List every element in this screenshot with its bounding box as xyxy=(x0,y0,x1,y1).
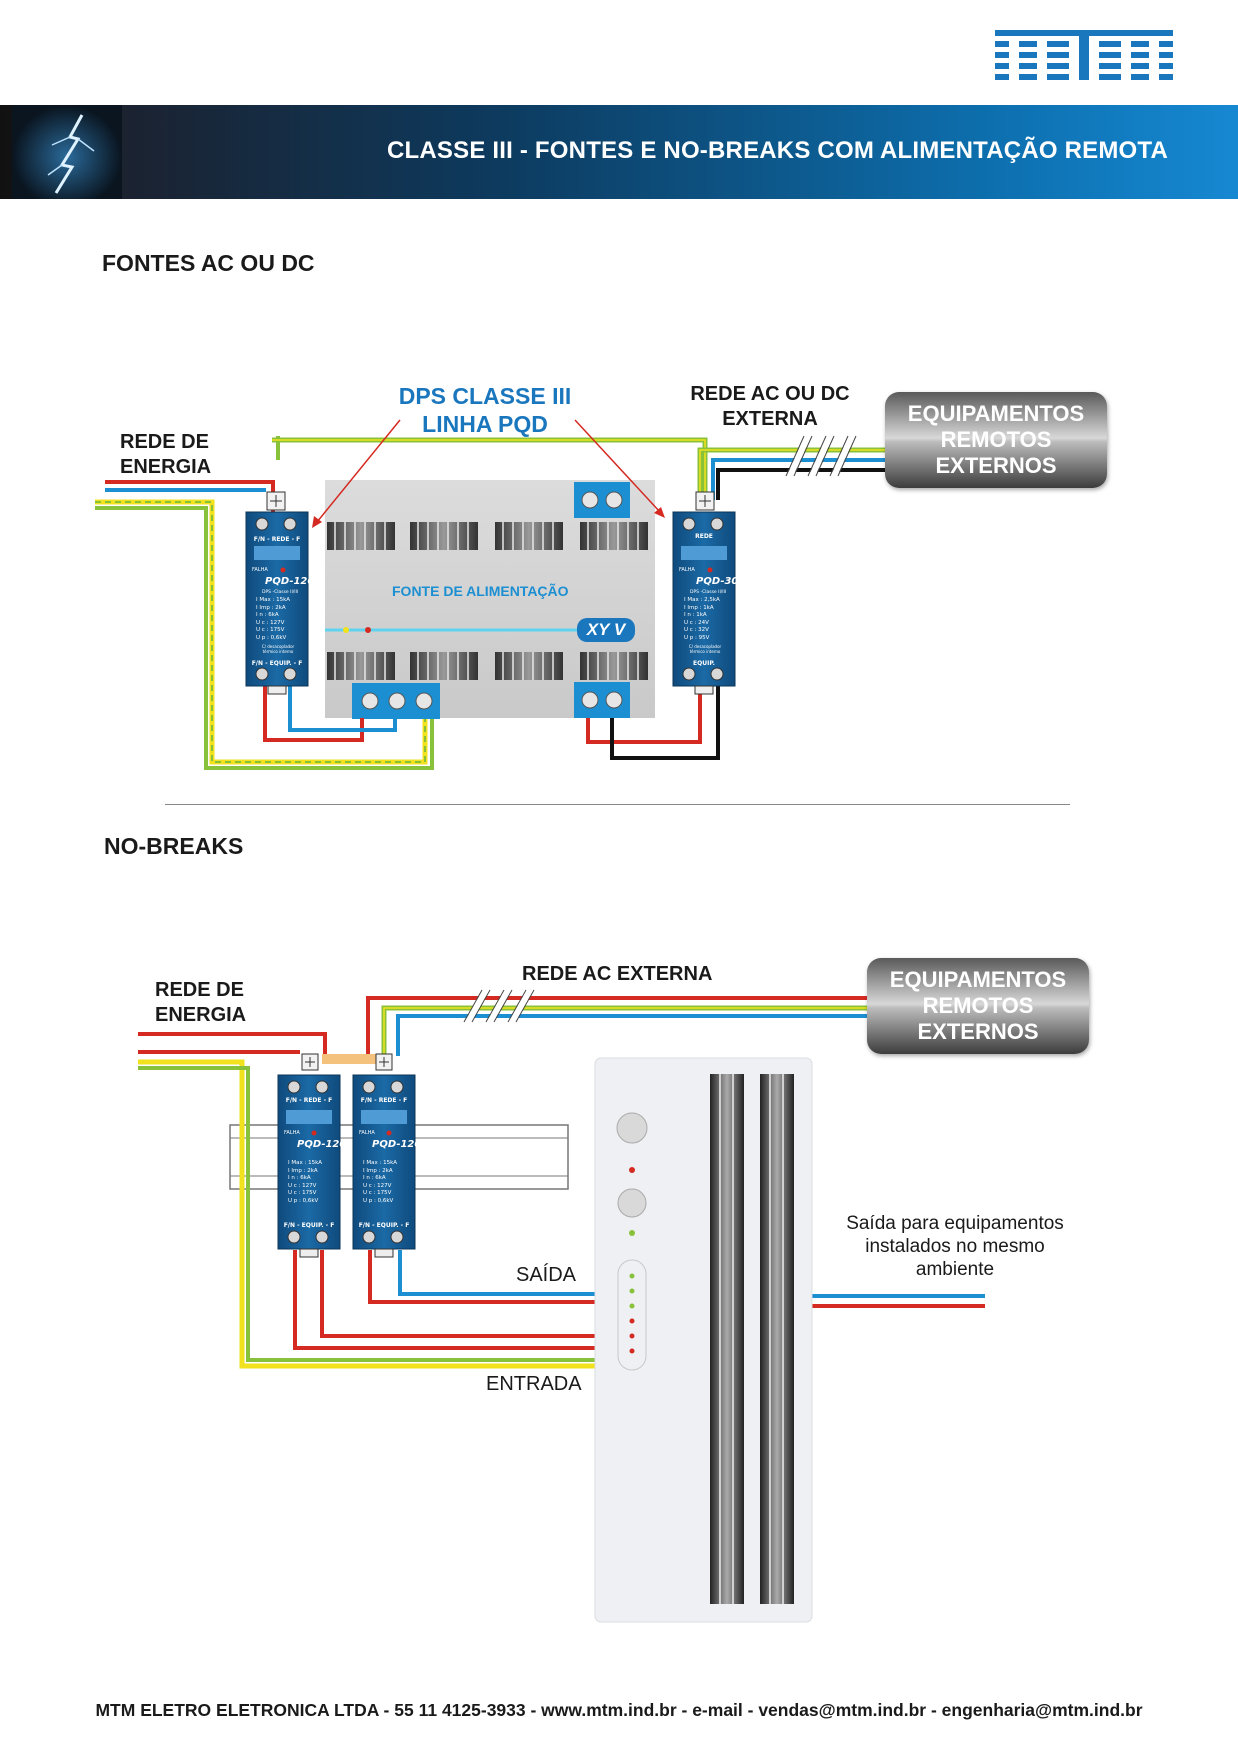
saida-label: SAÍDA xyxy=(516,1264,577,1286)
fontes-diagram xyxy=(95,419,885,770)
pqd120b-bottom-label: F/N - EQUIP. - F xyxy=(358,1222,410,1229)
pqd30-bottom-label: EQUIP. xyxy=(693,660,715,667)
pqd120a-model: PQD-120 xyxy=(297,1139,347,1150)
pqd120-sub: DPS -Classe II/III xyxy=(262,590,299,595)
pqd120b-falha: FALHA xyxy=(359,1130,375,1136)
pqd30-model: PQD-30 xyxy=(696,576,739,587)
pqd-30-module xyxy=(672,511,736,695)
pqd-120-module-b xyxy=(352,1074,416,1258)
section-divider xyxy=(165,804,1070,805)
test-button-icon xyxy=(617,1188,647,1218)
pqd120b-top-label: F/N - REDE - F xyxy=(360,1097,408,1104)
nobreaks-diagram xyxy=(138,988,985,1623)
mtm-logo-icon xyxy=(995,30,1173,80)
pqd120-top-label: F/N - REDE - F xyxy=(253,536,301,543)
psu-led-yellow xyxy=(343,627,349,633)
psu-terminal-bottom-right xyxy=(574,682,630,718)
fonte-label: FONTE DE ALIMENTAÇÃO xyxy=(392,583,569,599)
pqd120a-top-label: F/N - REDE - F xyxy=(285,1097,333,1104)
section-title-nobreaks: NO-BREAKS xyxy=(104,833,244,859)
pqd30-sub: DPS -Classe II/III xyxy=(690,590,727,595)
pqd120-falha: FALHA xyxy=(252,567,268,573)
header-banner: CLASSE III - FONTES E NO-BREAKS COM ALIM… xyxy=(0,105,1238,199)
bridge-connector xyxy=(322,1054,382,1064)
lightning-icon xyxy=(12,105,122,199)
pqd30-falha: FALHA xyxy=(679,567,695,573)
xyv-badge xyxy=(577,618,635,642)
psu-terminal-top-right xyxy=(574,482,630,518)
rede-ac-externa-label: REDE AC EXTERNA xyxy=(522,963,713,985)
pqd-120-module xyxy=(245,511,309,695)
nobreak-unit xyxy=(594,1057,813,1623)
pqd120b-model: PQD-120 xyxy=(372,1139,422,1150)
entrada-label: ENTRADA xyxy=(486,1373,582,1395)
psu-led-red xyxy=(365,627,371,633)
arrow-right xyxy=(574,419,661,513)
vent-slots xyxy=(327,522,648,680)
section-title-fontes: FONTES AC OU DC xyxy=(102,250,315,276)
arrow-left xyxy=(316,419,401,523)
pqd-120-module-a xyxy=(277,1074,341,1258)
pqd120-model: PQD-120 xyxy=(265,576,315,587)
page-title: CLASSE III - FONTES E NO-BREAKS COM ALIM… xyxy=(386,137,1168,164)
psu-terminal-bottom-left xyxy=(352,683,440,719)
pqd30-top-label: REDE xyxy=(695,533,713,540)
pqd120a-falha: FALHA xyxy=(284,1130,300,1136)
power-button-icon xyxy=(616,1112,648,1144)
footer-contact: MTM ELETRO ELETRONICA LTDA - 55 11 4125-… xyxy=(95,1700,1143,1720)
rail-caps xyxy=(266,491,715,511)
pqd120-bottom-label: F/N - EQUIP. - F xyxy=(251,660,303,667)
pqd120a-bottom-label: F/N - EQUIP. - F xyxy=(283,1222,335,1229)
xyv-label: XY V xyxy=(586,620,626,639)
